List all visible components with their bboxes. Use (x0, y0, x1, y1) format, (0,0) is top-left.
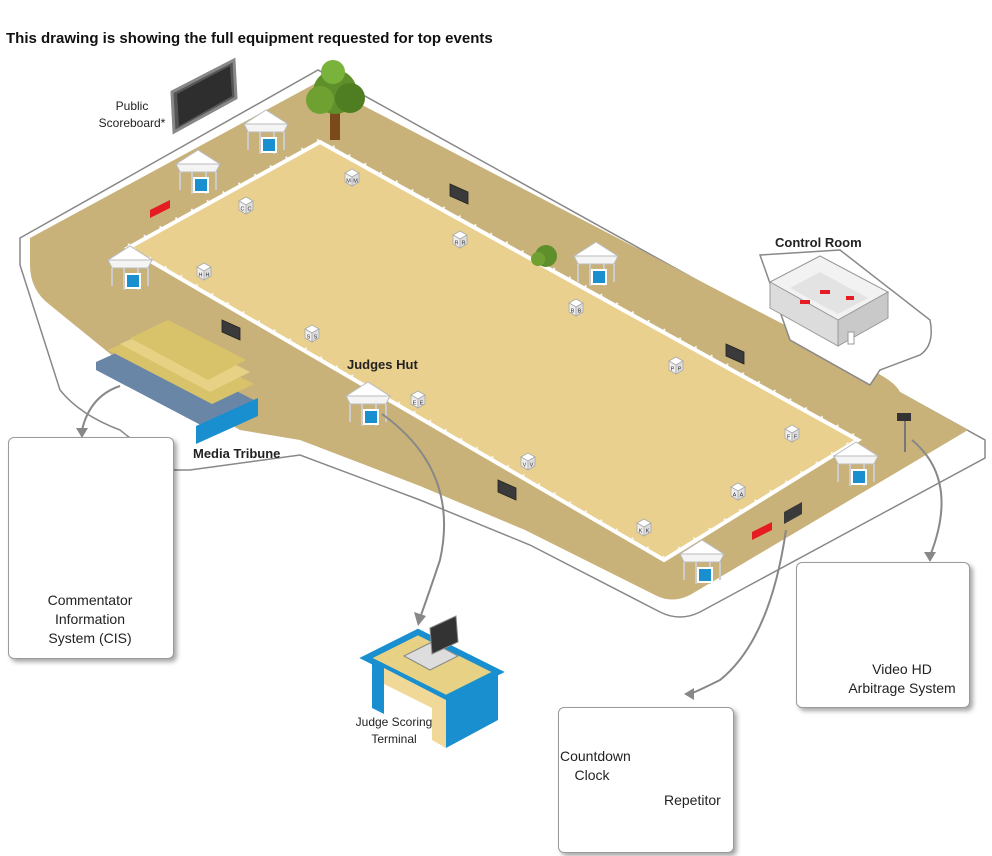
media-tribune-label: Media Tribune (193, 446, 281, 461)
arrow-to-video (911, 439, 943, 557)
repetitor-board-icon (784, 502, 802, 524)
marker-letter: B (578, 309, 582, 315)
marker-letter: R (455, 241, 459, 247)
marker-letter: R (462, 241, 466, 247)
arrow-to-terminal (381, 413, 446, 619)
marker-letter: K (639, 529, 643, 535)
marker-letter: F (794, 435, 798, 441)
marker-letter: B (571, 309, 575, 315)
marker-letter: V (530, 463, 534, 469)
judge-scoring-terminal-label: Judge Scoring Terminal (355, 715, 433, 746)
marker-letter: H (206, 273, 210, 279)
marker-letter: H (199, 273, 203, 279)
marker-letter: M (353, 179, 358, 185)
countdown-clock-small-icon (150, 200, 170, 218)
laptop-icon (402, 615, 460, 671)
bush-icon (531, 245, 557, 267)
video-label: Video HD Arbitrage System (848, 661, 956, 696)
marker-letter: E (420, 401, 424, 407)
marker-letter: M (346, 179, 351, 185)
cis-callout-box (8, 437, 174, 659)
arrow-to-cis (81, 385, 121, 431)
control-room-label: Control Room (775, 235, 862, 250)
marker-letter: V (523, 463, 527, 469)
video-callout-box (796, 562, 970, 708)
marker-letter: E (413, 401, 417, 407)
marker-letter: S (314, 335, 318, 341)
clock-callout-box (558, 707, 734, 853)
marker-letter: C (241, 207, 245, 213)
media-tribune-icon (96, 320, 258, 444)
judge-scoring-terminal-icon (359, 615, 505, 748)
repetitor-label: Repetitor (664, 792, 721, 808)
marker-letter: A (733, 493, 737, 499)
control-room-icon (768, 255, 890, 347)
marker-letter: S (307, 335, 311, 341)
countdown-label: Countdown Clock (560, 748, 631, 783)
tree-icon (306, 60, 365, 140)
marker-letter: P (671, 367, 675, 373)
cis-label: Commentator Information System (CIS) (47, 592, 133, 646)
marker-letter: C (248, 207, 252, 213)
arena-surface (123, 139, 862, 563)
countdown-clock-small-icon (752, 522, 772, 540)
page-title: This drawing is showing the full equipme… (6, 30, 493, 47)
judges-hut-label: Judges Hut (347, 357, 418, 372)
callout-arrows (81, 385, 943, 695)
marker-letter: A (740, 493, 744, 499)
public-scoreboard-label: Public Scoreboard* (98, 99, 166, 130)
marker-letter: K (646, 529, 650, 535)
camera-pole-icon (897, 413, 911, 452)
arrow-to-clock (689, 529, 787, 695)
arrow-heads (76, 428, 936, 700)
marker-letter: P (678, 367, 682, 373)
marker-letter: F (787, 435, 791, 441)
public-scoreboard-icon (170, 57, 238, 135)
